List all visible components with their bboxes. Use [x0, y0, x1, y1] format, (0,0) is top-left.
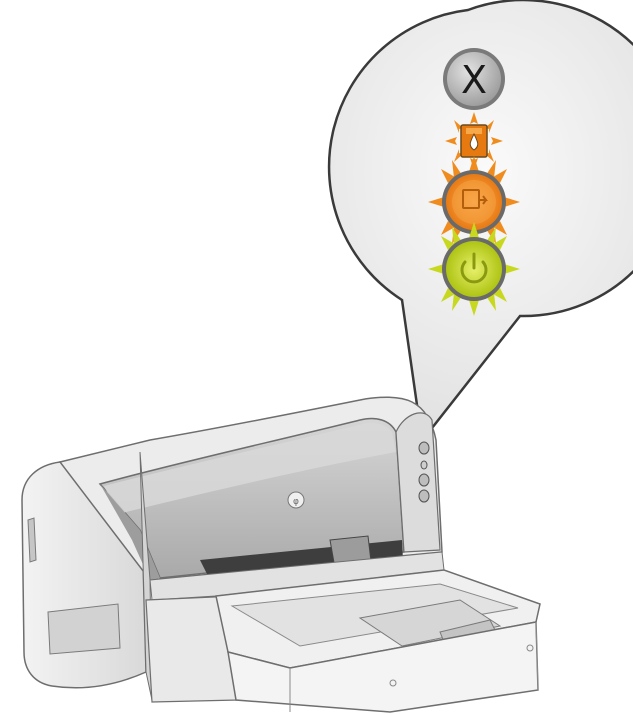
- logo-icon: φ: [293, 497, 299, 507]
- cancel-button-callout: X: [443, 48, 505, 110]
- printer: φ: [22, 397, 540, 712]
- x-icon: X: [461, 58, 487, 102]
